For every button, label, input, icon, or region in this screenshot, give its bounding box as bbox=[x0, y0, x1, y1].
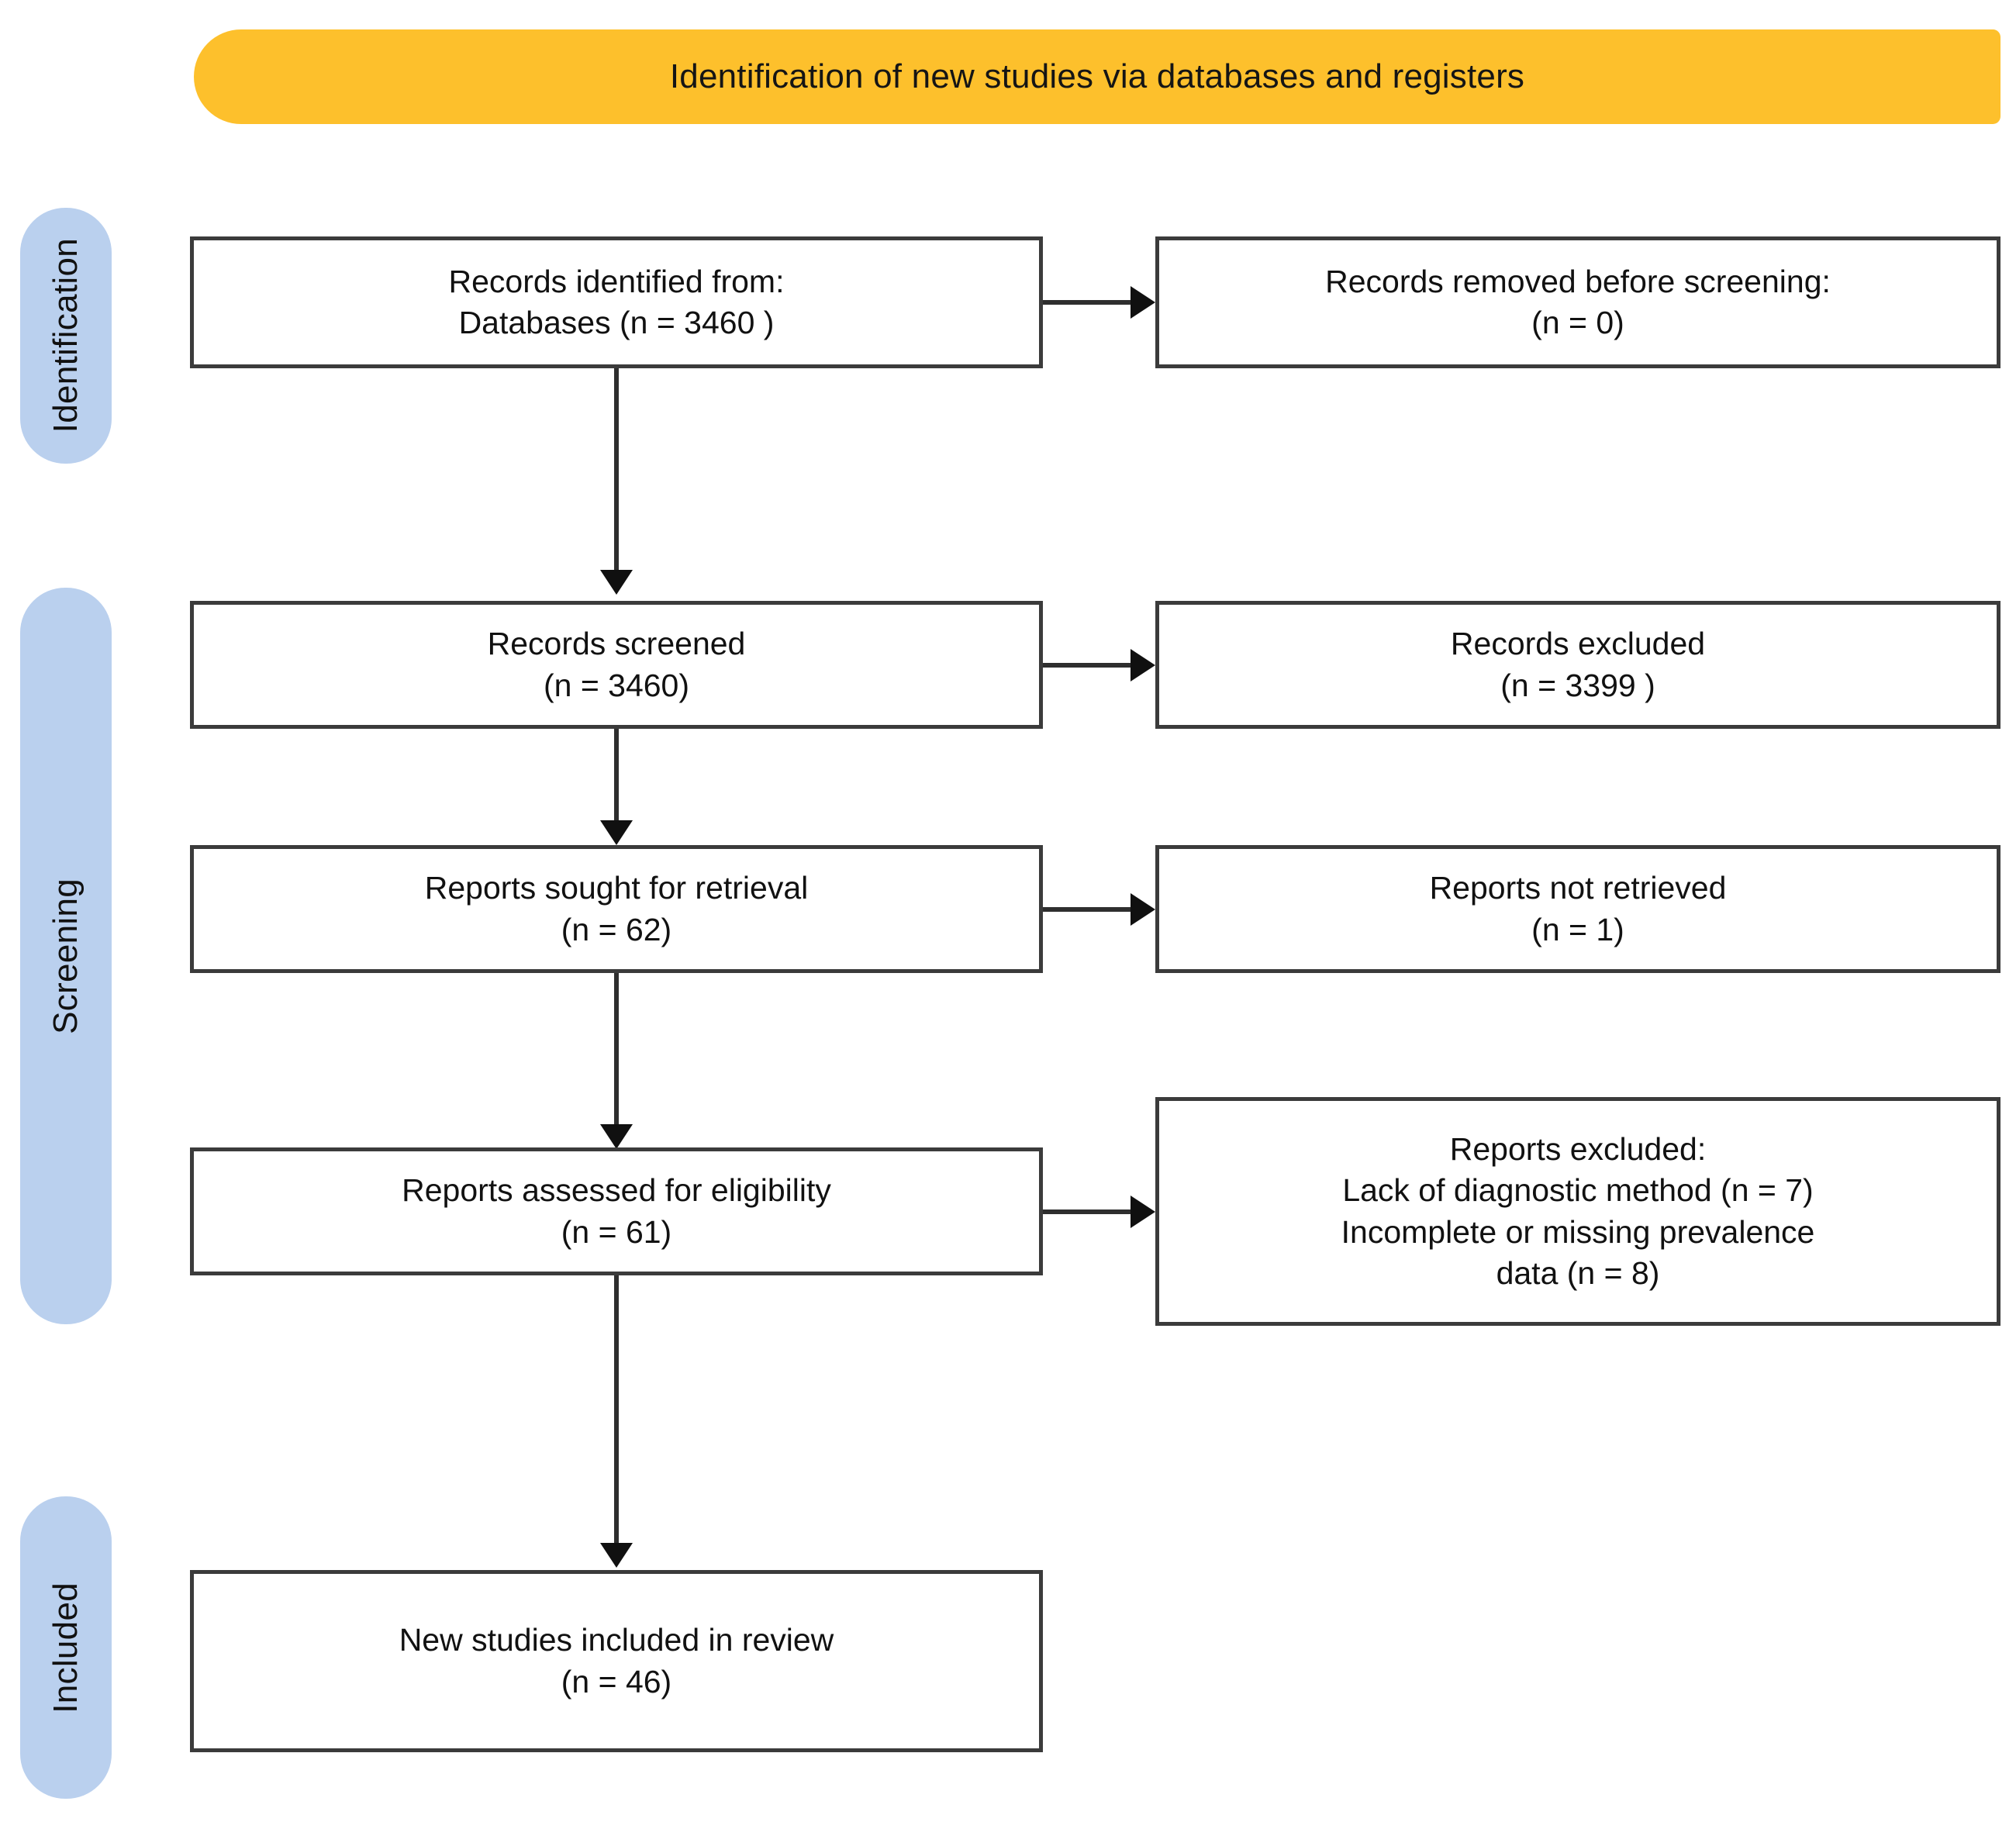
box-records-removed: Records removed before screening: (n = 0… bbox=[1155, 236, 2000, 368]
connector-assessed-to-excluded bbox=[1043, 1209, 1132, 1214]
box-records-excluded: Records excluded (n = 3399 ) bbox=[1155, 601, 2000, 729]
connector-identified-to-screened bbox=[614, 368, 619, 578]
connector-screened-to-excluded bbox=[1043, 663, 1132, 668]
connector-identified-to-removed bbox=[1043, 300, 1132, 305]
arrowhead-screened-to-excluded bbox=[1131, 649, 1155, 682]
arrowhead-sought-to-not-retrieved bbox=[1131, 893, 1155, 926]
records-screened-line2: (n = 3460) bbox=[543, 667, 690, 703]
records-screened-line1: Records screened bbox=[487, 626, 746, 662]
reports-excluded-line4: data (n = 8) bbox=[1496, 1254, 1660, 1291]
reports-not-retrieved-line2: (n = 1) bbox=[1531, 911, 1624, 947]
new-studies-included-line2: (n = 46) bbox=[561, 1663, 672, 1699]
connector-sought-to-not-retrieved bbox=[1043, 907, 1132, 912]
box-new-studies-included: New studies included in review (n = 46) bbox=[190, 1570, 1043, 1752]
header-banner: Identification of new studies via databa… bbox=[194, 29, 2000, 124]
reports-not-retrieved-line1: Reports not retrieved bbox=[1429, 870, 1727, 906]
stage-label-screening: Screening bbox=[47, 878, 85, 1034]
records-removed-line2: (n = 0) bbox=[1531, 305, 1624, 340]
reports-excluded-line1: Reports excluded: bbox=[1449, 1130, 1707, 1167]
connector-screened-to-sought bbox=[614, 729, 619, 830]
box-reports-assessed: Reports assessed for eligibility (n = 61… bbox=[190, 1147, 1043, 1275]
header-title: Identification of new studies via databa… bbox=[669, 57, 1525, 95]
arrowhead-sought-to-assessed bbox=[600, 1124, 633, 1149]
records-identified-line1: Records identified from: bbox=[448, 263, 785, 299]
box-reports-excluded: Reports excluded: Lack of diagnostic met… bbox=[1155, 1097, 2000, 1326]
arrowhead-assessed-to-included bbox=[600, 1543, 633, 1568]
records-excluded-line2: (n = 3399 ) bbox=[1500, 667, 1655, 703]
reports-excluded-line2: Lack of diagnostic method (n = 7) bbox=[1342, 1172, 1814, 1209]
stage-pill-included: Included bbox=[20, 1496, 112, 1799]
box-records-identified: Records identified from: Databases (n = … bbox=[190, 236, 1043, 368]
arrowhead-identified-to-screened bbox=[600, 570, 633, 595]
arrowhead-assessed-to-excluded bbox=[1131, 1196, 1155, 1228]
box-records-screened: Records screened (n = 3460) bbox=[190, 601, 1043, 729]
stage-pill-screening: Screening bbox=[20, 588, 112, 1324]
reports-excluded-line3: Incomplete or missing prevalence bbox=[1341, 1213, 1815, 1250]
connector-sought-to-assessed bbox=[614, 973, 619, 1132]
connector-assessed-to-included bbox=[614, 1275, 619, 1551]
reports-sought-line2: (n = 62) bbox=[561, 911, 672, 947]
new-studies-included-line1: New studies included in review bbox=[399, 1622, 834, 1658]
stage-label-identification: Identification bbox=[47, 238, 85, 433]
records-removed-line1: Records removed before screening: bbox=[1325, 263, 1831, 299]
records-excluded-line1: Records excluded bbox=[1450, 626, 1706, 662]
stage-label-included: Included bbox=[47, 1582, 85, 1713]
arrowhead-screened-to-sought bbox=[600, 820, 633, 845]
arrowhead-identified-to-removed bbox=[1131, 286, 1155, 319]
reports-assessed-line1: Reports assessed for eligibility bbox=[402, 1172, 831, 1209]
stage-pill-identification: Identification bbox=[20, 208, 112, 464]
box-reports-sought: Reports sought for retrieval (n = 62) bbox=[190, 845, 1043, 973]
box-reports-not-retrieved: Reports not retrieved (n = 1) bbox=[1155, 845, 2000, 973]
records-identified-line2: Databases (n = 3460 ) bbox=[458, 305, 775, 340]
reports-sought-line1: Reports sought for retrieval bbox=[424, 870, 809, 906]
reports-assessed-line2: (n = 61) bbox=[561, 1213, 672, 1250]
